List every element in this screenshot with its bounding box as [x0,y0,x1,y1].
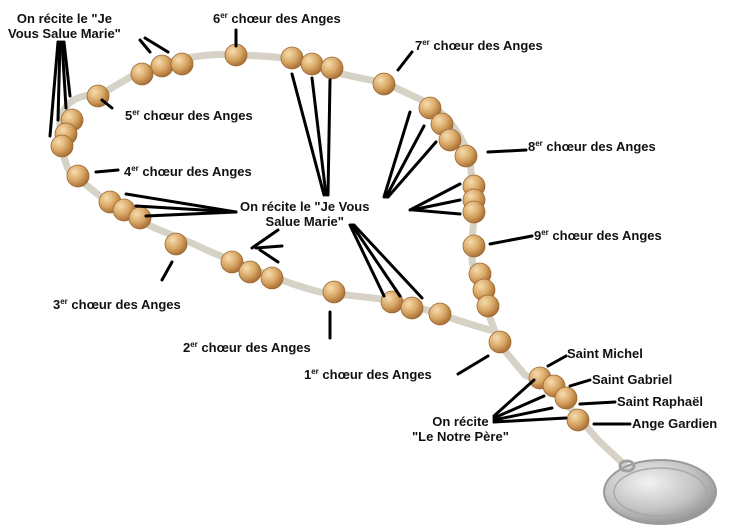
bead [462,200,486,224]
bead [462,234,486,258]
bead [150,54,174,78]
bead [238,260,262,284]
pointer-line [488,234,534,246]
pointer-line [326,78,332,197]
pointer-line [144,210,238,218]
pointer-line [258,248,280,264]
bead [320,56,344,80]
pointer-line [350,223,402,298]
title-label: On récite le "Je Vous Salue Marie" [8,11,121,41]
choir-label-6: 6er chœur des Anges [213,11,341,26]
pointer-line [134,204,238,214]
choir-label-4: 4er chœur des Anges [124,164,252,179]
choir-label-2: 2er chœur des Anges [183,340,311,355]
choir-label-9: 9er chœur des Anges [534,228,662,243]
pointer-line [384,124,426,199]
pointer-lines [48,28,632,426]
medal [603,459,717,525]
bead [170,52,194,76]
pointer-line [352,223,424,300]
pointer-line [412,208,462,216]
bead [554,386,578,410]
pointer-line [250,228,280,250]
pointer-line [396,50,414,72]
pointer-line [456,354,490,376]
pointer-line [290,72,326,197]
bead [476,294,500,318]
pointer-line [492,406,554,422]
pointer-line [492,394,546,420]
pointer-line [310,76,328,197]
saint-label-gardien: Ange Gardien [632,416,718,431]
saint-label-michel: Saint Michel [567,346,643,361]
bead-group [50,43,590,432]
pointer-line [410,198,462,212]
pointer-line [492,378,536,418]
choir-label-1: 1er chœur des Anges [304,367,432,382]
pointer-line [254,244,284,250]
bead [280,46,304,70]
bead [400,296,424,320]
bead [438,128,462,152]
choir-label-5: 5er chœur des Anges [125,108,253,123]
notre-pere-label: On récite "Le Notre Père" [412,414,509,444]
bead [454,144,478,168]
bead [128,206,152,230]
bead [164,232,188,256]
pointer-line [492,416,568,424]
pointer-line [408,182,462,212]
pointer-line [48,40,60,138]
pointer-line [486,148,528,154]
pointer-line [386,140,438,199]
center-label: On récite le "Je Vous Salue Marie" [240,199,370,229]
bead [130,62,154,86]
pointer-line [62,40,72,98]
bead [260,266,284,290]
pointer-line [568,378,592,388]
bead [300,52,324,76]
pointer-line [94,168,120,174]
choir-label-7: 7er chœur des Anges [415,38,543,53]
saint-label-raphael: Saint Raphaël [617,394,703,409]
pointer-line [138,38,152,54]
saint-label-gabriel: Saint Gabriel [592,372,673,387]
choir-label-8: 8er chœur des Anges [528,139,656,154]
bead [220,250,244,274]
pointer-line [348,223,386,298]
pointer-line [56,40,62,122]
bead [50,134,74,158]
bead [418,96,442,120]
bead [428,302,452,326]
pointer-line [143,36,170,54]
bead [566,408,590,432]
bead [372,72,396,96]
bead [66,164,90,188]
pointer-line [546,354,568,368]
pointer-line [124,192,238,214]
bead [322,280,346,304]
pointer-line [382,110,412,199]
pointer-line [60,40,68,110]
choir-label-3: 3er chœur des Anges [53,297,181,312]
pointer-line [160,260,174,282]
pointer-line [578,400,617,406]
pointer-line [100,98,114,110]
bead [488,330,512,354]
